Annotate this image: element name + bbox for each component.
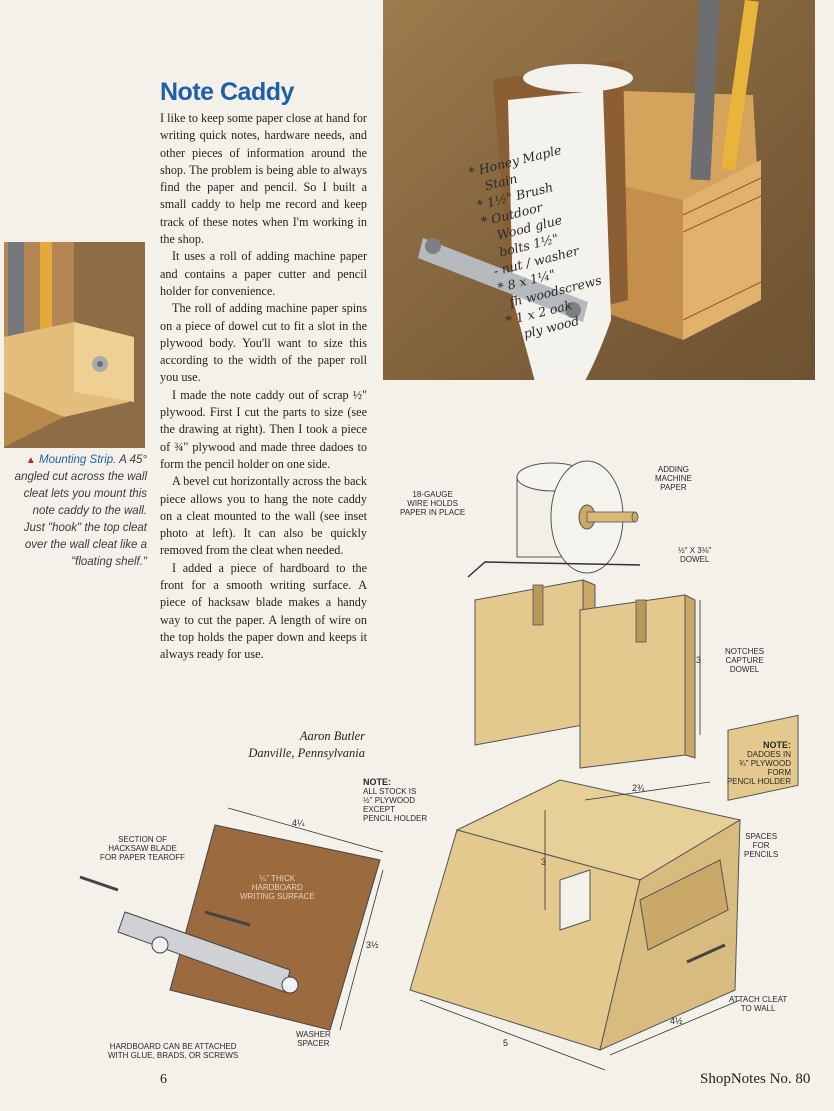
triangle-icon: ▲ [25,455,36,466]
wire [467,561,641,578]
dim-side-height: 3 [696,655,702,665]
article-body: I like to keep some paper close at hand … [160,110,367,664]
hardboard-panel [79,824,381,1031]
screw [686,943,726,964]
dimension-lines [227,600,741,1071]
hero-photo-illustration [383,0,815,380]
left-side-panel [474,579,596,746]
paragraph: I like to keep some paper close at hand … [160,111,367,247]
inset-caption: ▲ Mounting Strip. A 45° angled cut acros… [10,452,147,571]
author-byline: Aaron Butler Danville, Pennsylvania [160,728,365,762]
inset-photo [4,242,145,448]
page-number: 6 [160,1072,167,1087]
author-name: Aaron Butler [299,729,365,743]
exploded-drawing [79,460,799,1071]
hero-photo: * Honey Maple Stain * 1½" Brush * Outdoo… [383,0,815,380]
inset-photo-illustration [4,242,145,448]
caption-text: A 45° angled cut across the wall cleat l… [14,454,147,568]
author-location: Danville, Pennsylvania [248,746,365,760]
caddy-body [409,714,799,1051]
dim-hb-height: 3½ [366,940,379,950]
dim-hb-width: 4¼ [292,818,305,828]
paragraph: A bevel cut horizontally across the back… [160,474,367,558]
dim-width: 5 [503,1038,509,1048]
paragraph: It uses a roll of adding machine paper a… [160,249,367,298]
paragraph: I made the note caddy out of scrap ½" pl… [160,387,367,471]
label-dowel: ½" x 3⅛"DOWEL [678,546,712,564]
article-title: Note Caddy [160,78,294,106]
dim-depth-top: 2¾ [632,783,645,793]
publication-name: ShopNotes No. 80 [700,1071,811,1087]
paper-roll [516,460,639,574]
caption-lead: Mounting Strip. [39,454,117,466]
dim-body-height: 3 [541,857,547,867]
paragraph: I added a piece of hardboard to the fron… [160,560,367,662]
paragraph: The roll of adding machine paper spins o… [160,301,367,385]
dim-depth: 4½ [670,1016,683,1026]
right-side-panel [579,594,696,769]
